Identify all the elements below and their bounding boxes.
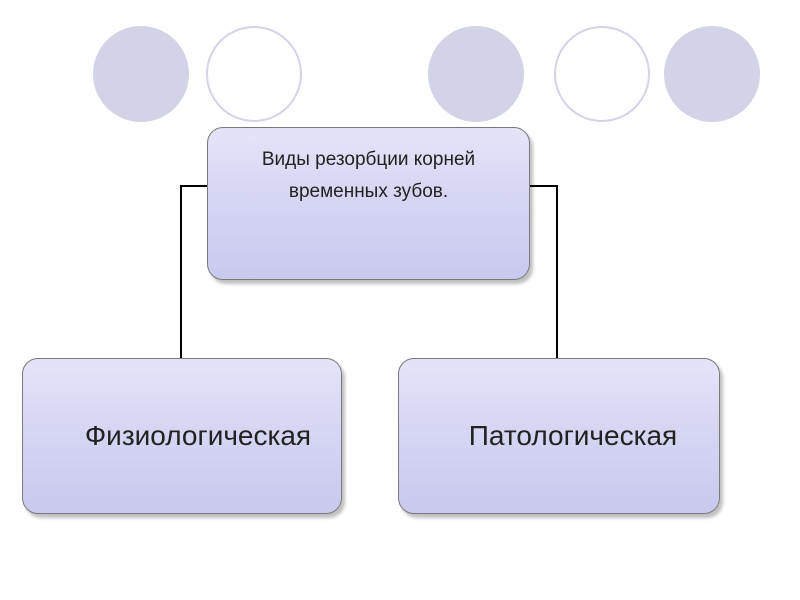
decorative-circle-filled-1 (93, 26, 189, 122)
root-node-line-2: временных зубов. (288, 181, 449, 202)
child-node-pathological: Патологическая (398, 358, 720, 514)
child-node-physiological-label: Физиологическая (84, 420, 312, 451)
connector-right (530, 185, 558, 358)
child-node-physiological: Физиологическая (22, 358, 342, 514)
decorative-circle-filled-3 (664, 26, 760, 122)
decorative-circle-filled-2 (428, 26, 524, 122)
root-node: Виды резорбции корней временных зубов. (207, 127, 530, 280)
decorative-circle-outline-1 (206, 26, 302, 122)
decorative-circle-outline-2 (554, 26, 650, 122)
child-node-pathological-label: Патологическая (468, 420, 678, 451)
connector-left (180, 185, 207, 358)
root-node-line-1: Виды резорбции корней (261, 149, 476, 170)
